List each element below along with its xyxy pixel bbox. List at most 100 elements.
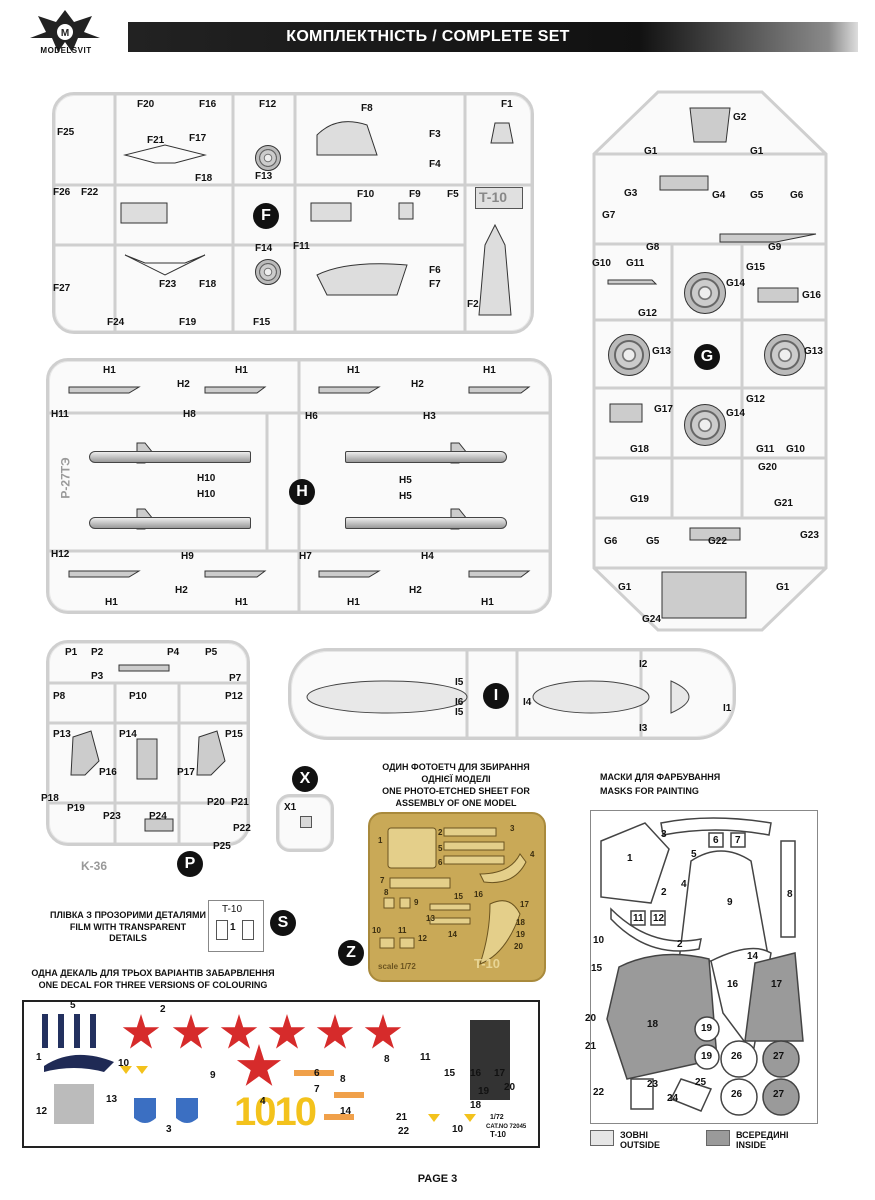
sprue-f-frame <box>55 95 531 331</box>
part-label: P15 <box>225 729 243 740</box>
sprue-i-letter: I <box>483 683 509 709</box>
part-label: P3 <box>91 671 104 682</box>
part-label: H6 <box>305 411 318 422</box>
part-label: H1 <box>347 365 360 376</box>
part-label: P18 <box>41 793 59 804</box>
masks-caption-2: MASKS FOR PAINTING <box>600 786 699 796</box>
part-label: G21 <box>774 498 793 509</box>
mask-label: 27 <box>773 1051 785 1062</box>
mask-label: 21 <box>585 1041 597 1052</box>
part-label: I2 <box>639 659 648 670</box>
part-label: G10 <box>786 444 805 455</box>
part-label: G22 <box>708 536 727 547</box>
pe-label: 2 <box>438 828 443 837</box>
mask-label: 24 <box>667 1093 679 1104</box>
part-label: F14 <box>255 243 273 254</box>
part-label: I5 <box>455 677 464 688</box>
part-label: G1 <box>776 582 790 593</box>
decal-number: 8 <box>384 1054 390 1065</box>
part-label: I1 <box>723 703 732 714</box>
sprue-p-tag: K-36 <box>81 859 108 873</box>
decal-number: 17 <box>494 1068 506 1079</box>
missile-h5-top <box>345 451 507 463</box>
wheel-g14 <box>684 272 726 314</box>
part-label: H1 <box>347 597 360 608</box>
part-label: F18 <box>195 173 213 184</box>
part-label: F2 <box>467 299 479 310</box>
legend-outside-label: ЗОВНІ OUTSIDE <box>620 1130 661 1150</box>
part-label: F27 <box>53 283 71 294</box>
mask-label: 8 <box>787 889 793 900</box>
part-label: H12 <box>51 549 70 560</box>
svg-text:M: M <box>61 28 69 39</box>
decal-number: 3 <box>166 1124 172 1135</box>
decal-number: 21 <box>396 1112 408 1123</box>
part-label: G6 <box>790 190 804 201</box>
modelsvit-logo: M <box>30 10 100 52</box>
part-label: F11 <box>293 241 310 252</box>
part-label: H2 <box>411 379 424 390</box>
part-label: G2 <box>733 112 747 123</box>
pe-label: 16 <box>474 890 483 899</box>
sprue-p-frame <box>49 664 247 843</box>
pe-label: 12 <box>418 934 427 943</box>
film-sheet <box>208 900 264 952</box>
pe-sheet: 1 2 3 4 5 6 7 8 9 10 11 12 13 14 15 16 1… <box>368 812 546 982</box>
pe-label: 10 <box>372 926 381 935</box>
decal-number: 2 <box>160 1004 166 1015</box>
decal-number: 10 <box>452 1124 464 1135</box>
part-label: P10 <box>129 691 147 702</box>
sprue-i-frame <box>306 651 690 737</box>
page-number: PAGE 3 <box>417 1173 458 1185</box>
pe-label: 6 <box>438 858 443 867</box>
part-label: F12 <box>259 99 277 110</box>
sprue-h-letter: H <box>289 479 315 505</box>
part-label: P25 <box>213 841 231 852</box>
part-label: X1 <box>284 802 297 813</box>
part-label: H2 <box>177 379 190 390</box>
part-label: P21 <box>231 797 249 808</box>
wheel-g14-b <box>684 404 726 446</box>
sprue-p-letter: P <box>177 851 203 877</box>
decal-number: 7 <box>314 1084 320 1095</box>
part-label: G17 <box>654 404 673 415</box>
part-label: P8 <box>53 691 66 702</box>
part-label: H1 <box>105 597 118 608</box>
part-label: G5 <box>750 190 764 201</box>
mask-label: 3 <box>661 829 667 840</box>
part-label: G11 <box>626 258 645 269</box>
legend-outside-swatch <box>590 1130 614 1146</box>
pe-label: 14 <box>448 930 457 939</box>
part-label: F17 <box>189 133 207 144</box>
part-label: F25 <box>57 127 75 138</box>
mask-label: 9 <box>727 897 733 908</box>
pe-label: 15 <box>454 892 463 901</box>
part-label: H1 <box>481 597 494 608</box>
decal-number: 14 <box>340 1106 352 1117</box>
mask-label: 22 <box>593 1087 605 1098</box>
pe-sheet-parts <box>379 827 527 965</box>
decal-number: 13 <box>106 1094 118 1105</box>
part-x1 <box>300 816 312 828</box>
decal-scale: 1/72 <box>490 1114 504 1121</box>
decal-caption-2: ONE DECAL FOR THREE VERSIONS OF COLOURIN… <box>38 980 268 990</box>
part-label: F24 <box>107 317 125 328</box>
decal-number: 12 <box>36 1106 48 1117</box>
decal-number: 6 <box>314 1068 320 1079</box>
mask-label: 6 <box>713 835 719 846</box>
part-label: H2 <box>409 585 422 596</box>
part-label: F7 <box>429 279 441 290</box>
sprue-f-letter: F <box>253 203 279 229</box>
sprue-h: H P-27TЭ H1 H2 H1 H1 H2 H1 H11 H8 H6 H3 … <box>46 358 552 614</box>
part-label: P4 <box>167 647 180 658</box>
part-label: P16 <box>99 767 117 778</box>
mask-label: 5 <box>691 849 697 860</box>
decal-number: 15 <box>444 1068 456 1079</box>
legend-inside-swatch <box>706 1130 730 1146</box>
part-label: H4 <box>421 551 434 562</box>
part-label: H1 <box>103 365 116 376</box>
part-label: F18 <box>199 279 217 290</box>
part-label: G1 <box>644 146 658 157</box>
sprue-i: I I5 I6 I5 I4 I2 I3 I1 <box>288 648 736 740</box>
pe-caption-4: ASSEMBLY OF ONE MODEL <box>395 798 517 808</box>
